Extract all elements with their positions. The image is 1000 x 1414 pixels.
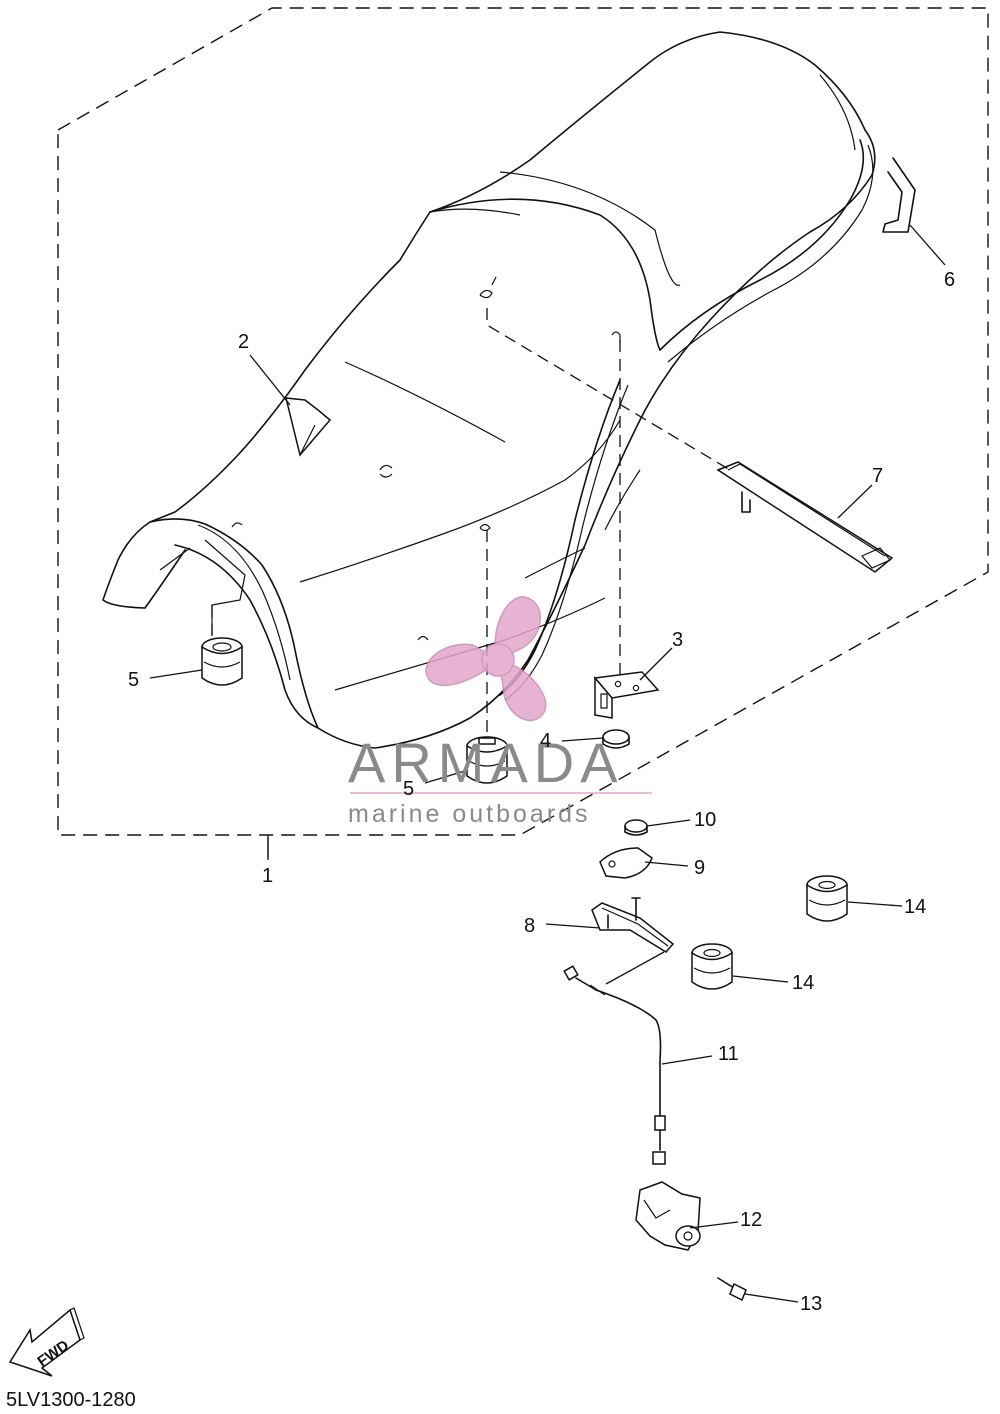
bracket-part [593, 647, 673, 719]
lock-bracket-part [545, 897, 675, 953]
seat-strap-part [716, 461, 894, 573]
brand-watermark: ARMADA marine outboards [348, 596, 652, 828]
collar-part [624, 819, 691, 836]
callout-11: 11 [718, 1043, 739, 1065]
warning-label-part [249, 354, 332, 457]
rear-strap-part [882, 157, 946, 266]
callout-13: 13 [800, 1293, 822, 1315]
seat-lock-part [635, 1181, 739, 1251]
callout-5-left: 5 [128, 669, 139, 691]
damper-lower-right-part [691, 943, 789, 990]
diagram-code: 5LV1300-1280 [6, 1389, 136, 1411]
callout-8: 8 [524, 915, 535, 937]
callout-5-center: 5 [403, 778, 414, 800]
plate-part [599, 847, 689, 879]
callout-10: 10 [694, 809, 716, 831]
bolt-part [717, 1277, 799, 1303]
callout-14-upper: 14 [904, 896, 926, 918]
callout-1: 1 [262, 865, 273, 887]
callout-3: 3 [672, 629, 683, 651]
callout-6: 6 [944, 269, 955, 291]
watermark-brand: ARMADA [348, 731, 624, 794]
propeller-logo [425, 596, 547, 722]
callout-7: 7 [872, 465, 883, 487]
callout-12: 12 [740, 1209, 762, 1231]
callout-14-lower: 14 [792, 972, 814, 994]
damper-left-part [149, 637, 243, 686]
nut-part [561, 729, 630, 749]
callout-4: 4 [540, 730, 551, 752]
forward-arrow-icon: FWD [8, 1307, 85, 1377]
callout-2: 2 [238, 331, 249, 353]
damper-upper-right-part [806, 875, 903, 922]
assembly-guides [211, 308, 731, 735]
callout-9: 9 [694, 857, 705, 879]
release-cable-part [563, 951, 713, 1165]
watermark-tagline: marine outboards [348, 800, 591, 828]
callouts: 1 2 3 4 5 5 6 7 8 9 10 11 12 13 14 14 [128, 269, 955, 1315]
damper-center-part [424, 736, 508, 784]
